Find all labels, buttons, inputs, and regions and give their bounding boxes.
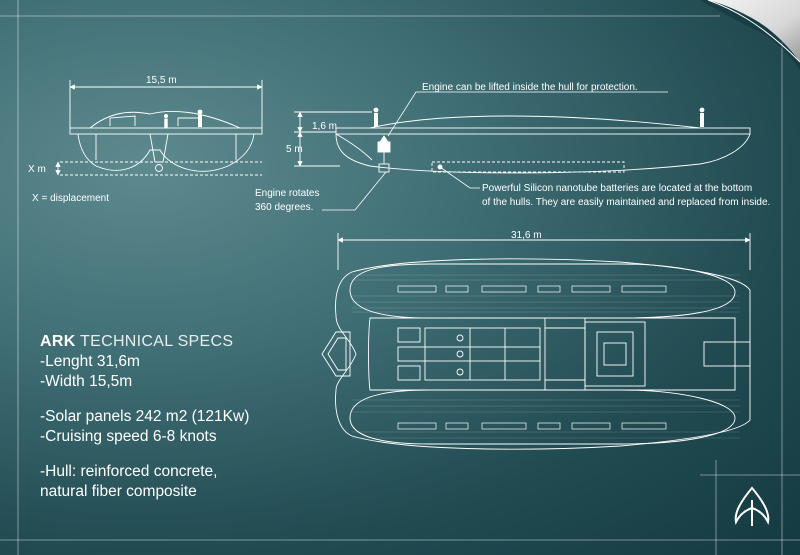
spec-line: -Cruising speed 6-8 knots xyxy=(40,428,217,445)
specs-title-bold: ARK xyxy=(40,333,76,350)
length-dimension: 31,6 m xyxy=(511,230,542,241)
engine-rotate-line: Engine rotates xyxy=(255,188,320,199)
spec-line: -Lenght 31,6m xyxy=(40,353,140,370)
spec-line: -Hull: reinforced concrete, xyxy=(40,463,218,480)
displacement-marker: X m xyxy=(28,164,46,175)
plan-view xyxy=(321,233,751,450)
engine-rotate-note: Engine rotates 360 degrees. xyxy=(255,187,320,215)
deck-planking xyxy=(352,274,740,439)
side-width-dimension: 15,5 m xyxy=(146,75,177,86)
technical-specs: ARK TECHNICAL SPECS -Lenght 31,6m -Width… xyxy=(40,332,249,502)
engine-rotate-line: 360 degrees. xyxy=(255,202,314,213)
spec-line: -Solar panels 242 m2 (121Kw) xyxy=(40,408,250,425)
specs-title-rest: TECHNICAL SPECS xyxy=(80,333,234,350)
displacement-legend: X = displacement xyxy=(32,193,109,204)
height-dimension-a: 1,6 m xyxy=(312,121,338,132)
battery-note-line: Powerful Silicon nanotube batteries are … xyxy=(482,183,753,194)
longitudinal-elevation-view xyxy=(294,107,751,174)
page-curl-corner xyxy=(700,0,800,70)
spec-line: -Width 15,5m xyxy=(40,373,133,390)
ark-logo-icon xyxy=(734,486,770,526)
height-dimension-b: 5 m xyxy=(286,144,303,155)
front-elevation-view xyxy=(55,80,263,176)
spec-line: natural fiber composite xyxy=(40,483,197,500)
callout-leaders xyxy=(322,91,668,211)
battery-note: Powerful Silicon nanotube batteries are … xyxy=(482,182,770,210)
engine-lift-note: Engine can be lifted inside the hull for… xyxy=(422,82,638,93)
battery-note-line: of the hulls. They are easily maintained… xyxy=(482,197,771,208)
specs-title: ARK TECHNICAL SPECS xyxy=(40,332,249,352)
